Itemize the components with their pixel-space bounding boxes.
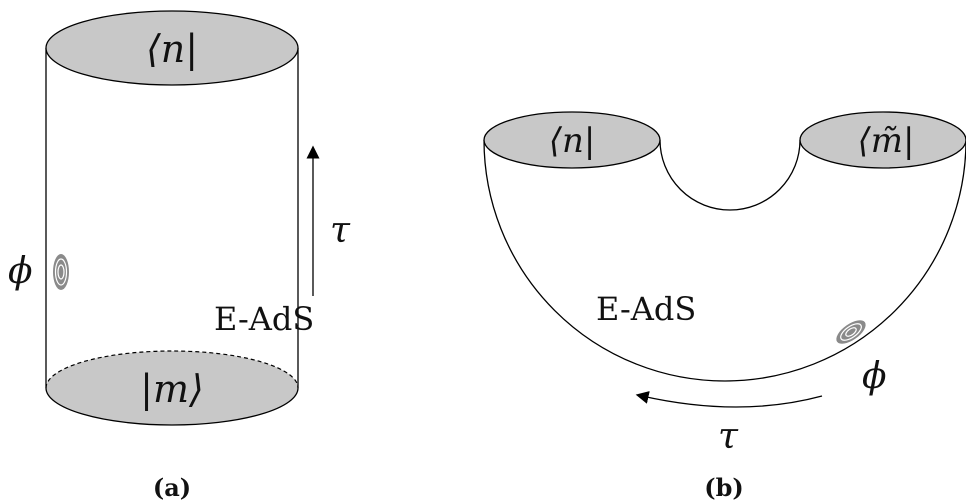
region-label: E-AdS	[214, 300, 314, 338]
time-label: τ	[330, 210, 351, 251]
bottom-cap-front	[45, 387, 299, 426]
field-label: ϕ	[862, 356, 887, 397]
field-label: ϕ	[8, 251, 33, 292]
field-insertion-icon	[53, 254, 69, 290]
time-label: τ	[718, 416, 739, 457]
field-insertion-icon	[836, 320, 866, 344]
caption: (a)	[153, 473, 191, 502]
top-cap	[45, 10, 299, 86]
caption: (b)	[704, 473, 744, 502]
right-state-label: ⟨m̃|	[858, 121, 915, 161]
time-arrow	[635, 391, 823, 408]
left-state-label: ⟨n|	[549, 121, 596, 161]
outer-boundary	[483, 139, 966, 382]
bottom-cap-back	[45, 350, 299, 389]
panel-a: ⟨n| |m⟩ τ ϕ E-AdS (a)	[8, 10, 351, 502]
right-cap	[799, 111, 966, 169]
region-label: E-AdS	[596, 290, 696, 328]
left-cap	[483, 111, 661, 169]
inner-boundary	[659, 139, 801, 211]
bottom-state-label: |m⟩	[140, 367, 204, 411]
top-state-label: ⟨n|	[146, 27, 198, 71]
panel-b: ⟨n| ⟨m̃| E-AdS ϕ τ (b)	[483, 111, 966, 502]
